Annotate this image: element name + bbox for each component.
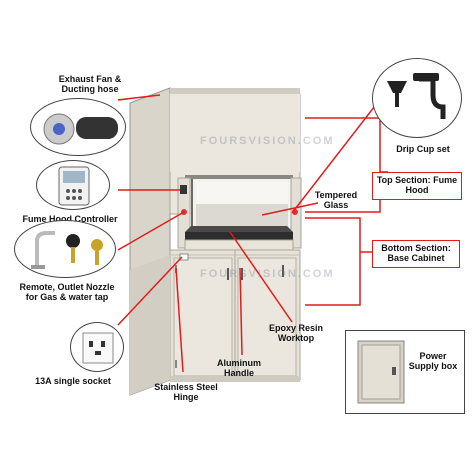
socket-icon [82, 332, 114, 364]
bottom-section-box: Bottom Section: Base Cabinet [372, 240, 460, 268]
controller-label: Fume Hood Controller [22, 214, 118, 224]
power-supply-label: Power Supply box [408, 351, 458, 371]
drip-cup-label: Drip Cup set [396, 144, 450, 154]
exhaust-fan-label: Exhaust Fan & Ducting hose [58, 74, 122, 94]
fume-hood-cabinet [129, 87, 302, 396]
controller-image [36, 160, 110, 210]
drip-cup-image [372, 58, 462, 138]
controller-icon [58, 166, 90, 206]
remote-nozzle-label: Remote, Outlet Nozzle for Gas & water ta… [19, 282, 115, 302]
drip-cup-icon [387, 73, 446, 119]
power-supply-panel: Power Supply box [345, 330, 465, 414]
power-box-icon [357, 340, 405, 404]
aluminum-handle-label: Aluminum Handle [217, 358, 261, 378]
exhaust-fan-image [30, 98, 126, 156]
tempered-glass-label: Tempered Glass [314, 190, 358, 210]
hinge-label: Stainless Steel Hinge [154, 382, 218, 402]
fan-icon [43, 113, 118, 145]
callout-lines [117, 94, 388, 373]
epoxy-worktop-label: Epoxy Resin Worktop [268, 323, 324, 343]
watermark: FOURSVISION.COM [200, 135, 335, 147]
socket-label: 13A single socket [35, 376, 111, 386]
socket-image [70, 322, 124, 372]
nozzle-icon [31, 231, 103, 269]
remote-nozzle-image [14, 220, 116, 278]
top-section-box: Top Section: Fume Hood [372, 172, 462, 200]
watermark-lower: FOURSVISION.COM [200, 268, 335, 280]
